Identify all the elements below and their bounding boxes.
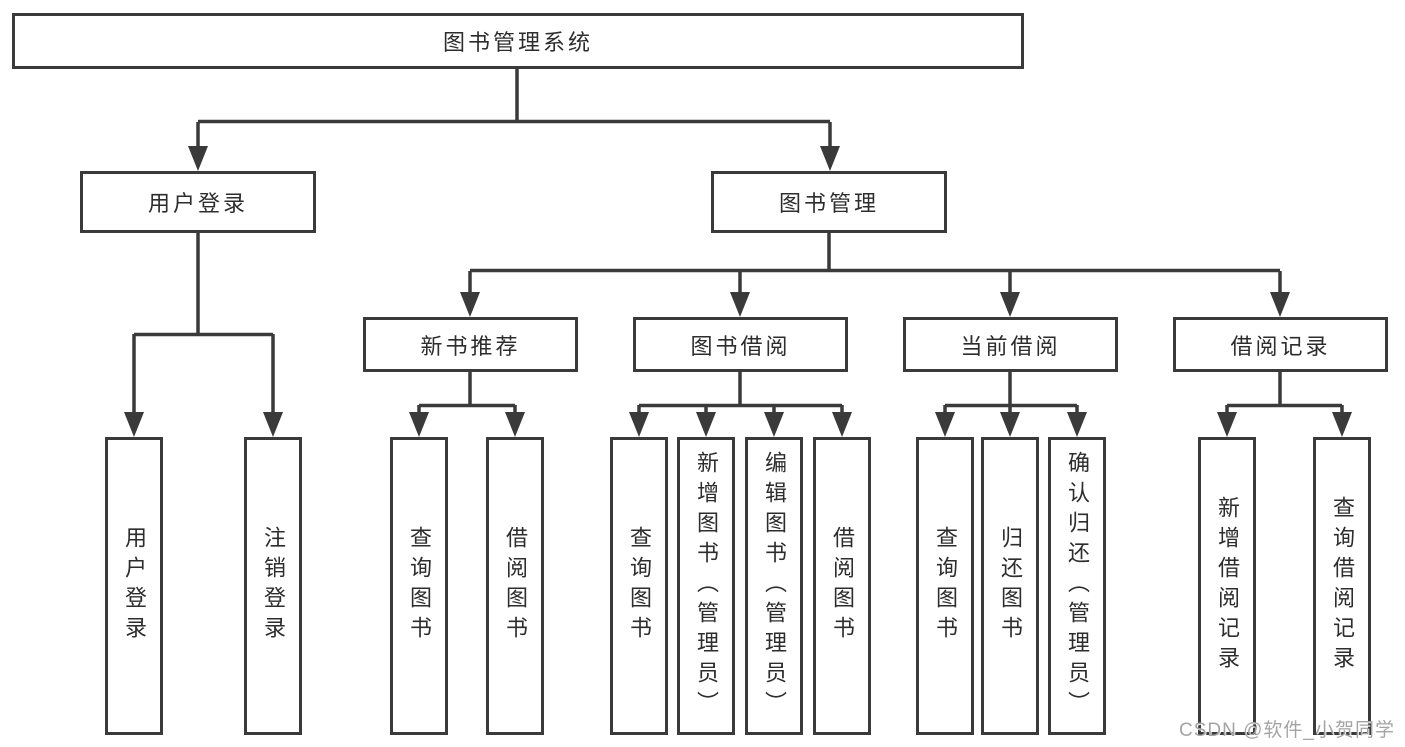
csdn-watermark: CSDN @软件_小贺同学 <box>1179 720 1395 741</box>
leaf-user-login: 用户登录 <box>105 437 163 735</box>
leaf-edit-books-admin: 编辑图书（管理员） <box>745 437 803 735</box>
node-user-login: 用户登录 <box>80 171 316 233</box>
arrowhead <box>935 412 955 437</box>
arrowhead <box>764 412 784 437</box>
arrowhead <box>832 412 852 437</box>
leaf-query-books-borrowing: 查询图书 <box>610 437 668 735</box>
arrowhead <box>263 412 283 437</box>
arrowhead <box>629 412 649 437</box>
arrowhead <box>1332 412 1352 437</box>
arrowheads <box>124 146 1352 437</box>
leaf-confirm-return-admin: 确认归还（管理员） <box>1048 437 1106 735</box>
leaf-query-books-current: 查询图书 <box>916 437 974 735</box>
arrowhead <box>696 412 716 437</box>
leaf-query-books-recommend: 查询图书 <box>390 437 448 735</box>
leaf-return-books: 归还图书 <box>981 437 1039 735</box>
arrowhead <box>124 412 144 437</box>
arrowhead <box>505 412 525 437</box>
arrowhead <box>820 146 840 171</box>
node-current-borrowing: 当前借阅 <box>903 317 1118 372</box>
node-book-borrowing: 图书借阅 <box>633 317 848 372</box>
connector-lines <box>132 69 1344 416</box>
arrowhead <box>1000 292 1020 317</box>
arrowhead <box>1000 412 1020 437</box>
arrowhead <box>1067 412 1087 437</box>
arrowhead <box>460 292 480 317</box>
leaf-borrow-books-borrowing: 借阅图书 <box>813 437 871 735</box>
node-new-book-recommendation: 新书推荐 <box>363 317 578 372</box>
leaf-borrow-books-recommend: 借阅图书 <box>486 437 544 735</box>
leaf-query-borrow-record: 查询借阅记录 <box>1313 437 1371 735</box>
node-root: 图书管理系统 <box>12 13 1024 69</box>
leaf-add-books-admin: 新增图书（管理员） <box>677 437 735 735</box>
arrowhead <box>730 292 750 317</box>
arrowhead <box>188 146 208 171</box>
arrowhead <box>409 412 429 437</box>
node-book-management: 图书管理 <box>711 171 947 233</box>
arrowhead <box>1270 292 1290 317</box>
arrowhead <box>1217 412 1237 437</box>
node-borrowing-records: 借阅记录 <box>1173 317 1388 372</box>
leaf-add-borrow-record: 新增借阅记录 <box>1198 437 1256 735</box>
leaf-logout-login: 注销登录 <box>244 437 302 735</box>
